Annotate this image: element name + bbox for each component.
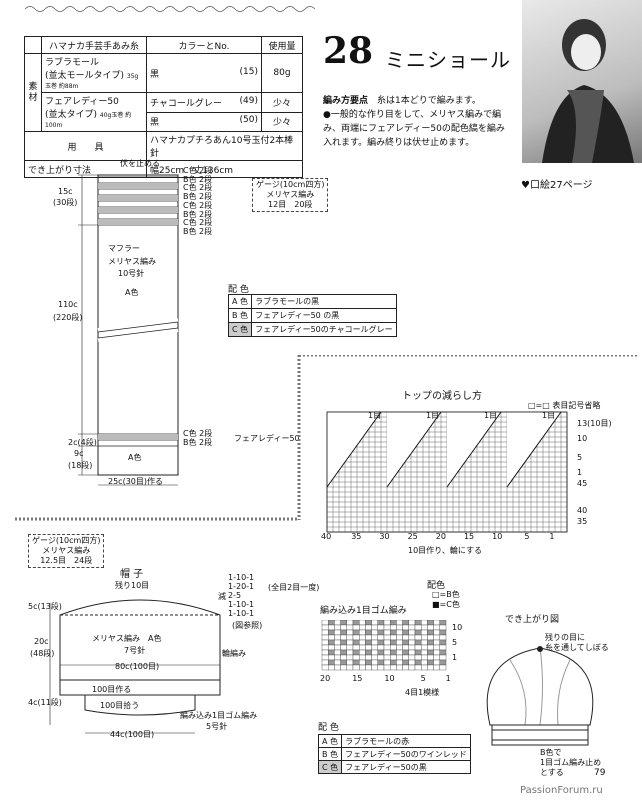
finished-hat-drawing	[486, 646, 594, 746]
model-photo	[522, 0, 642, 163]
hat-diagram-note: (図参照)	[232, 621, 263, 630]
finished-note-1: 残りの目に	[545, 633, 585, 642]
watermark: PassionForum.ru	[520, 785, 603, 796]
palette1-title: 配 色	[228, 285, 249, 295]
hat-diagram	[49, 599, 221, 734]
decrease-mark-4: 1目	[542, 411, 556, 420]
decrease-caption: 10目作り、輪にする	[408, 546, 482, 555]
method-notes: 編み方要点 糸は1本どりで編みます。 ●一般的な作り目をして、メリヤス編みで編み…	[323, 94, 513, 150]
muffler-name: マフラー	[108, 244, 140, 253]
muffler-band-height: 2c(4段)	[68, 438, 97, 447]
materials-header-side	[24, 36, 42, 54]
hat-rib-needle: 5号針	[206, 722, 228, 731]
page-number: 79	[594, 768, 606, 778]
palette2-table: A 色ラブラモールの赤 B 色フェアレディー50のワインレッド C 色フェアレデ…	[317, 734, 471, 774]
pattern-number: 28	[323, 30, 374, 72]
muffler-top-height: 15c	[58, 187, 73, 196]
rib-title: 編み込み1目ゴム編み	[320, 606, 407, 616]
hat-title: 帽 子	[120, 569, 144, 580]
muffler-color-a: A色	[125, 288, 139, 297]
muffler-bottom-color: A色	[128, 453, 142, 462]
muffler-main-rows: (220段)	[53, 313, 83, 322]
model-silhouette	[542, 19, 634, 163]
material-color-2: チャコールグレー(49)	[146, 92, 262, 113]
hat-whole-note: (全目2目一度)	[268, 583, 320, 592]
decrease-title: トップの減らし方	[402, 391, 482, 402]
muffler-diagram	[78, 174, 179, 486]
hat-stitch: メリヤス編み A色	[92, 634, 162, 643]
hat-h-mid-rows: (48段)	[30, 649, 55, 658]
hat-decrease-tag: 減	[218, 592, 226, 601]
muffler-fuse-label: 伏を止める	[120, 159, 160, 168]
hat-remaining: 残り10目	[115, 581, 150, 590]
rib-repeat: 4目1模様	[405, 688, 440, 697]
hat-ring-note: 輪編み	[222, 649, 246, 658]
materials-side-label: 素材	[24, 53, 42, 132]
hat-rib: 編み込み1目ゴム編み	[180, 711, 258, 720]
method-label: 編み方要点	[323, 96, 369, 106]
decrease-grid	[326, 411, 568, 533]
palette1-table: A 色ラブラモールの黒 B 色フェアレディー50 の黒 C 色フェアレディー50…	[227, 294, 397, 337]
decrease-chart-frame	[297, 355, 639, 520]
hat-bottom-width: 44c(100目)	[110, 730, 155, 739]
decrease-mark-1: 1目	[368, 411, 382, 420]
hat-needle: 7号針	[124, 646, 146, 655]
material-yarn-1: ラブラモール(並太モールタイプ) 35g玉巻 約88m	[41, 53, 147, 93]
hat-width: 80c(100目)	[115, 662, 160, 671]
materials-header-amount: 使用量	[261, 36, 303, 54]
decrease-mark-3: 1目	[484, 411, 498, 420]
top-decoration	[25, 6, 315, 12]
material-color-1: 黒(15)	[146, 53, 262, 93]
hat-h-mid: 20c	[34, 637, 49, 646]
decrease-mark-2: 1目	[426, 411, 440, 420]
material-color-3: 黒(50)	[146, 111, 262, 132]
muffler-top-rows: (30段)	[53, 198, 78, 207]
hat-pickup: 100目拾う	[100, 701, 140, 710]
hat-cast: 100目作る	[92, 685, 132, 694]
tools-label: 用 具	[24, 131, 147, 161]
muffler-main-height: 110c	[58, 300, 78, 309]
material-amount-2: 少々	[261, 92, 303, 113]
decrease-legend: □=□ 表目記号省略	[528, 401, 601, 410]
material-amount-3: 少々	[261, 111, 303, 132]
palette2-title: 配 色	[318, 723, 339, 733]
method-lead: 糸は1本どりで編みます。	[377, 96, 481, 106]
finished-note-2: 糸を通してしぼる	[545, 643, 609, 652]
muffler-needle: 10号針	[118, 269, 145, 278]
muffler-outline	[97, 174, 179, 476]
materials-table: ハマナカ手芸手あみ糸 カラーとNo. 使用量 素材 ラブラモール(並太モールタイ…	[24, 36, 303, 178]
muffler-stitch: メリヤス編み	[108, 257, 156, 266]
pattern-title: ミニショール	[385, 48, 511, 72]
rib-grid	[321, 620, 447, 671]
muffler-bottom-height: 9c	[74, 449, 84, 458]
materials-header-color: カラーとNo.	[146, 36, 262, 54]
hat-frame-line	[15, 517, 298, 521]
finished-title: でき上がり図	[505, 615, 560, 625]
material-amount-1: 80g	[261, 53, 303, 93]
materials-header-item: ハマナカ手芸手あみ糸	[41, 36, 147, 54]
tools-value: ハマナカプチろあん10号玉付2本棒針	[146, 131, 303, 161]
hat-h-bot: 4c(11段)	[28, 698, 62, 707]
method-body: ●一般的な作り目をして、メリヤス編みで編み、両端にフェアレディー50の配色縞を編…	[323, 110, 505, 148]
rib-legend: □=B色■=C色	[432, 590, 460, 609]
size-value: 幅25cm 丈136cm	[146, 160, 303, 178]
muffler-width: 25c(30目)作る	[108, 477, 163, 486]
material-yarn-2: フェアレディー50(並太タイプ) 40g玉巻 約100m	[41, 92, 147, 132]
reference-page: ♥口絵27ページ	[521, 180, 593, 191]
hat-h-top: 5c(13段)	[28, 602, 62, 611]
muffler-fairlady-label: フェアレディー50	[234, 434, 300, 443]
rib-palette-title: 配色	[427, 581, 446, 591]
muffler-bottom-rows: (18段)	[68, 461, 93, 470]
